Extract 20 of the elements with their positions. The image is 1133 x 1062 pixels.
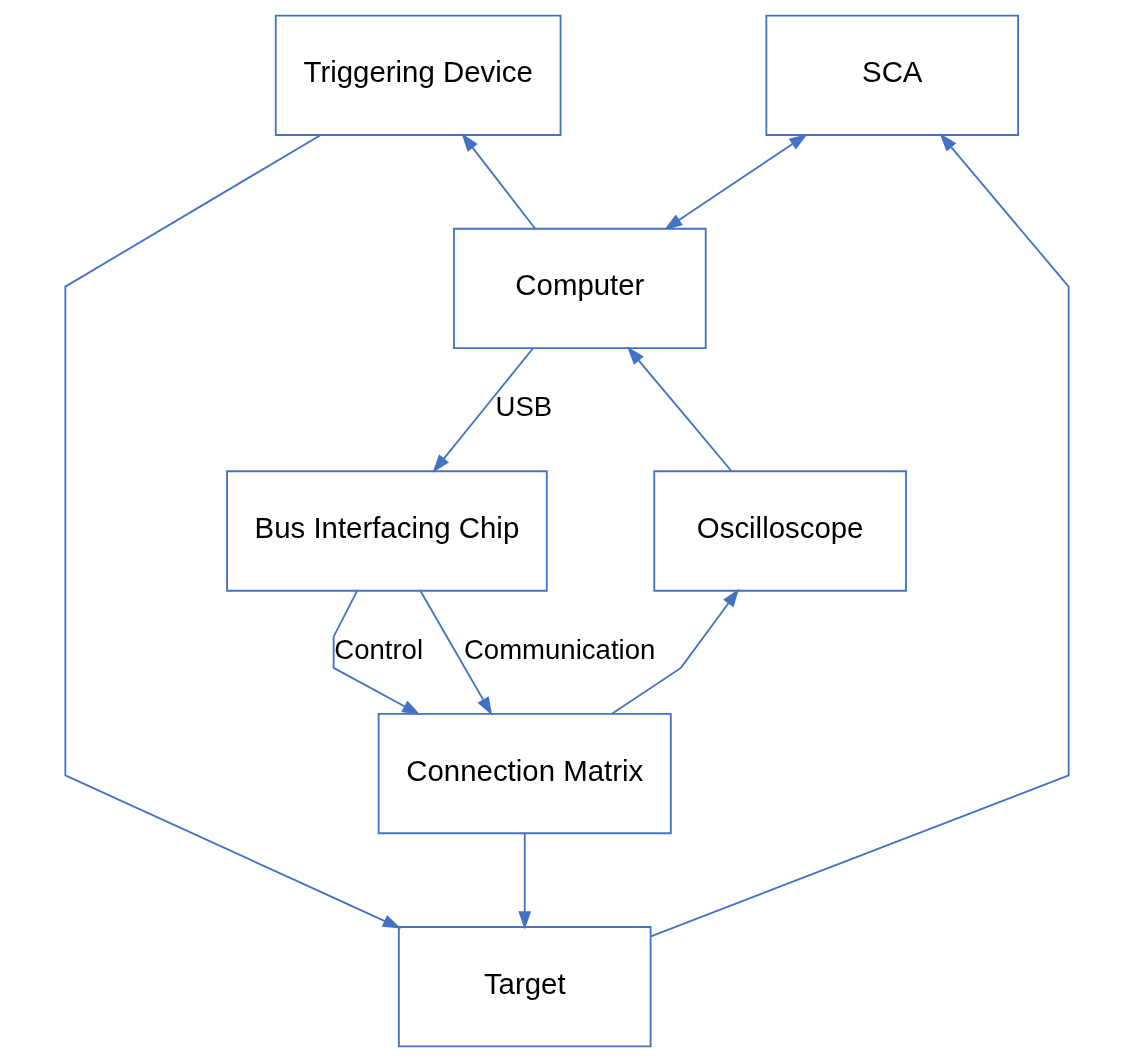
edge-label: Control [333, 633, 423, 665]
arrow [517, 832, 531, 930]
arrow [626, 346, 732, 472]
node-box: Connection Matrix [377, 712, 672, 835]
arrow [663, 133, 808, 231]
arrow [461, 133, 536, 230]
arrow [419, 590, 492, 716]
arrow [432, 347, 534, 473]
node-box: SCA [764, 14, 1019, 136]
arrow [610, 588, 739, 715]
node-box: Bus Interfacing Chip [225, 470, 548, 592]
node-box: Oscilloscope [652, 470, 907, 592]
node-box: Computer [452, 227, 707, 350]
arrow [649, 133, 1070, 938]
node-box: Target [397, 926, 652, 1048]
arrow [332, 589, 420, 716]
node-box: Triggering Device [274, 14, 561, 136]
arrow [63, 134, 401, 929]
edge-label: Communication [463, 633, 655, 665]
edge-label: USB [495, 391, 552, 423]
